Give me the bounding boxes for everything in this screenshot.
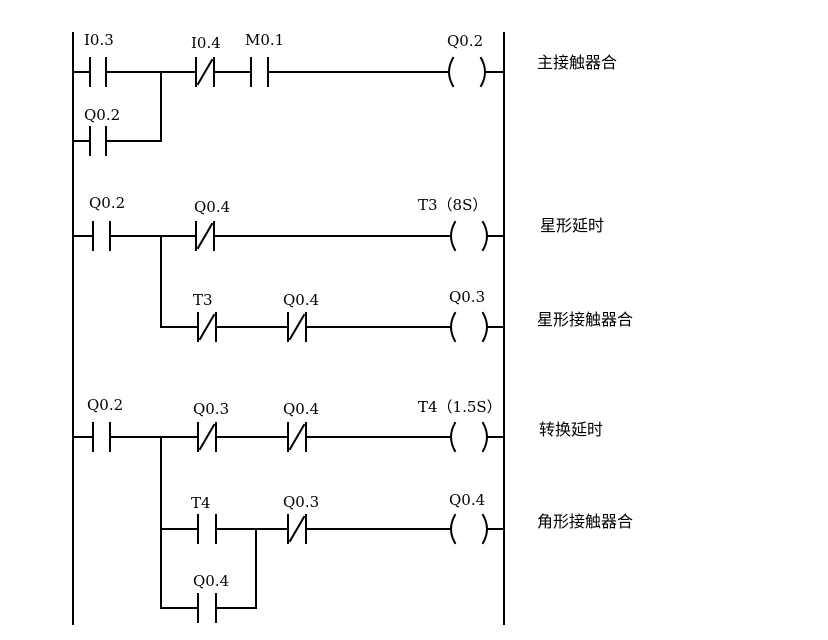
contact-no-m0-1 bbox=[250, 57, 269, 87]
coil-q0-2 bbox=[448, 56, 486, 88]
label-t3-8s: T3（8S） bbox=[418, 196, 487, 214]
rung-4: Q0.2 Q0.3 Q0.4 T4（1.5S） 转换延时 bbox=[72, 396, 603, 453]
comment-changeover-delay: 转换延时 bbox=[539, 420, 603, 439]
contact-nc-q0-4 bbox=[195, 221, 215, 251]
label-q0-4-coil: Q0.4 bbox=[449, 491, 485, 509]
coil-q0-3 bbox=[450, 311, 488, 343]
label-q0-2-holding: Q0.2 bbox=[84, 106, 120, 124]
contact-no-t4 bbox=[197, 514, 217, 544]
rung-5: T4 Q0.3 Q0.4 Q0.4 角形接触器合 bbox=[160, 436, 633, 623]
label-q0-4-holding: Q0.4 bbox=[193, 572, 229, 590]
contact-nc-q0-4 bbox=[287, 422, 307, 452]
comment-star-contactor: 星形接触器合 bbox=[537, 310, 633, 329]
contact-no-q0-4-holding bbox=[197, 593, 217, 623]
comment-delta-contactor: 角形接触器合 bbox=[537, 512, 633, 531]
label-t3: T3 bbox=[193, 291, 213, 309]
contact-nc-q0-3 bbox=[287, 514, 307, 544]
contact-no-q0-2-holding bbox=[89, 126, 107, 156]
label-q0-4: Q0.4 bbox=[194, 198, 230, 216]
contact-nc-i0-4 bbox=[195, 57, 215, 87]
label-m0-1: M0.1 bbox=[245, 31, 284, 49]
coil-t3-timer bbox=[450, 220, 488, 252]
rung-2: Q0.2 Q0.4 T3（8S） 星形延时 bbox=[72, 194, 604, 252]
label-t4: T4 bbox=[191, 494, 211, 512]
label-q0-3: Q0.3 bbox=[283, 493, 319, 511]
label-q0-3: Q0.3 bbox=[193, 400, 229, 418]
label-i0-4: I0.4 bbox=[191, 34, 221, 52]
coil-q0-4 bbox=[450, 513, 488, 545]
contact-no-q0-2 bbox=[92, 221, 111, 251]
contact-nc-q0-3 bbox=[197, 422, 217, 452]
label-q0-2: Q0.2 bbox=[87, 396, 123, 414]
coil-t4-timer bbox=[450, 421, 488, 453]
contact-no-q0-2 bbox=[92, 422, 111, 452]
label-q0-2-coil: Q0.2 bbox=[447, 32, 483, 50]
contact-nc-q0-4 bbox=[287, 312, 307, 342]
comment-main-contactor: 主接触器合 bbox=[537, 53, 617, 72]
contact-no-i0-3 bbox=[89, 57, 107, 87]
contact-nc-t3 bbox=[197, 312, 217, 342]
label-t4-1-5s: T4（1.5S） bbox=[418, 398, 502, 416]
rung-1: I0.3 I0.4 M0.1 Q0.2 Q0.2 主接触器合 bbox=[72, 31, 617, 156]
label-i0-3: I0.3 bbox=[84, 31, 114, 49]
label-q0-3-coil: Q0.3 bbox=[449, 288, 485, 306]
label-q0-2: Q0.2 bbox=[89, 194, 125, 212]
comment-star-delay: 星形延时 bbox=[540, 216, 604, 235]
label-q0-4: Q0.4 bbox=[283, 291, 319, 309]
label-q0-4: Q0.4 bbox=[283, 400, 319, 418]
rung-3: T3 Q0.4 Q0.3 星形接触器合 bbox=[160, 235, 633, 343]
